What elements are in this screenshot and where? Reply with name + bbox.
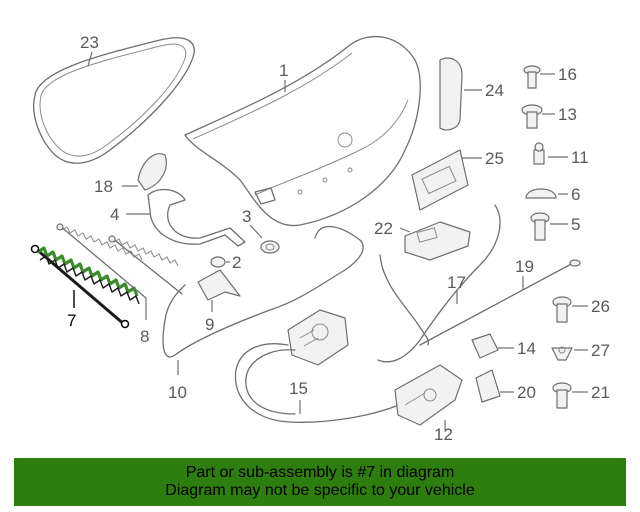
cable-15 xyxy=(234,343,411,423)
screw-5 xyxy=(530,212,550,241)
banner-line-1: Part or sub-assembly is #7 in diagram xyxy=(185,464,455,481)
bolt-16 xyxy=(523,65,541,89)
callout-10: 10 xyxy=(168,383,187,402)
callout-19: 19 xyxy=(515,257,534,276)
callout-9: 9 xyxy=(205,315,214,334)
plate-bracket-25 xyxy=(411,149,469,211)
callout-13: 13 xyxy=(558,105,577,124)
parts-diagram: 23 1 24 16 13 25 11 6 xyxy=(30,33,610,444)
lock-actuator xyxy=(287,309,349,366)
latch-12 xyxy=(394,364,463,426)
callout-14: 14 xyxy=(517,339,536,358)
trim-panel-24 xyxy=(439,57,463,131)
trunk-seal xyxy=(33,37,195,164)
callout-21: 21 xyxy=(591,383,610,402)
cap-6 xyxy=(525,188,557,199)
bracket-20 xyxy=(475,369,501,403)
callout-11: 11 xyxy=(571,148,589,167)
clip-27 xyxy=(551,346,573,361)
callout-20: 20 xyxy=(517,383,536,402)
callout-7: 7 xyxy=(67,311,76,330)
latch-module-22 xyxy=(404,221,471,261)
gas-spring-8 xyxy=(56,223,147,299)
callout-3: 3 xyxy=(242,207,251,226)
screw-21 xyxy=(552,382,572,409)
clip-11 xyxy=(533,142,545,165)
banner-line-2: Diagram may not be specific to your vehi… xyxy=(165,482,475,499)
bracket-9 xyxy=(197,269,241,301)
screw-26 xyxy=(552,296,572,323)
callout-22: 22 xyxy=(374,219,393,238)
callout-12: 12 xyxy=(434,425,453,444)
rod-19 xyxy=(419,261,576,346)
callout-26: 26 xyxy=(591,297,610,316)
callout-5: 5 xyxy=(571,215,580,234)
cable-10 xyxy=(162,225,364,358)
bushing-3 xyxy=(249,224,280,254)
callout-15: 15 xyxy=(289,379,308,398)
callout-25: 25 xyxy=(485,149,504,168)
cable-17 xyxy=(377,204,501,363)
callout-4: 4 xyxy=(110,205,119,224)
gas-spring-7 xyxy=(30,244,140,329)
fitment-banner: Part or sub-assembly is #7 in diagram Di… xyxy=(14,458,626,506)
callout-24: 24 xyxy=(485,81,504,100)
gas-spring-second xyxy=(108,235,183,295)
hinge-4 xyxy=(147,188,246,247)
bolt-13 xyxy=(521,104,543,129)
callout-17: 17 xyxy=(447,273,466,292)
callout-27: 27 xyxy=(591,341,610,360)
callout-23: 23 xyxy=(80,33,99,52)
callout-18: 18 xyxy=(94,177,113,196)
bracket-14 xyxy=(471,333,499,359)
callout-16: 16 xyxy=(558,65,577,84)
trunk-lid xyxy=(184,35,421,227)
bracket-18 xyxy=(137,153,167,191)
callout-6: 6 xyxy=(571,185,580,204)
callout-1: 1 xyxy=(279,61,288,80)
callout-2: 2 xyxy=(232,253,241,272)
bump-stop-2 xyxy=(210,256,226,268)
callout-8: 8 xyxy=(140,327,149,346)
